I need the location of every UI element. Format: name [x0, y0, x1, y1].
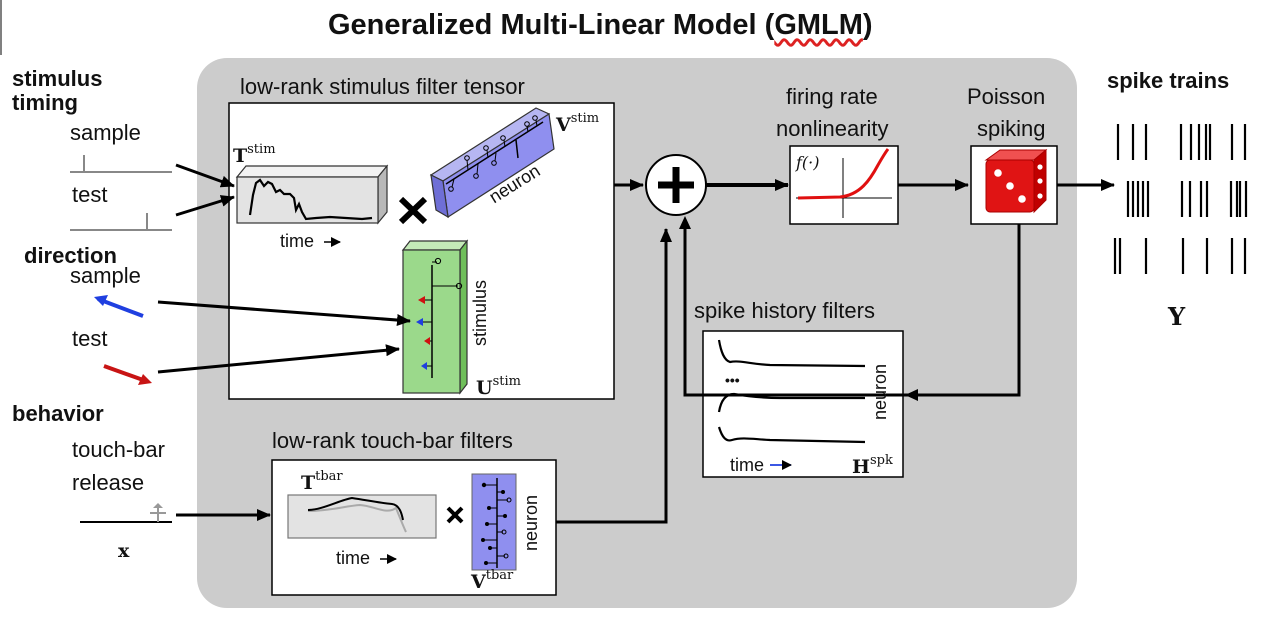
stim-tensor-title: low-rank stimulus filter tensor	[240, 74, 525, 99]
T-tbar-label: Ttbar	[301, 469, 343, 494]
V-stim-slab	[429, 107, 555, 219]
direction-test-label: test	[72, 326, 108, 351]
V-tbar-strip	[471, 473, 517, 571]
touchbar-label-2: release	[72, 470, 145, 495]
timing-traces	[70, 155, 172, 231]
direction-heading: direction	[24, 243, 117, 268]
H-spk-label: Hspk	[852, 453, 893, 478]
spike-trains	[1113, 124, 1248, 274]
Y-symbol: Y	[1168, 302, 1186, 331]
direction-sample-arrow	[97, 297, 144, 318]
spike-history-title: spike history filters	[694, 298, 875, 323]
timing-test-label: test	[72, 182, 108, 207]
U-stim-label: Ustim	[476, 374, 521, 399]
T-stim-slab	[235, 164, 389, 225]
V-stim-label: Vstim	[556, 111, 600, 136]
stim-time-label: time	[280, 231, 315, 251]
product-x-tbar	[446, 506, 464, 524]
direction-test-arrow	[103, 364, 147, 383]
spk-neuron-label: neuron	[870, 363, 890, 420]
spike-history-curves	[717, 339, 866, 444]
stimulus-timing-heading-2: timing	[12, 90, 78, 115]
V-tbar-label: Vtbar	[471, 568, 514, 593]
diagram-title: Generalized Multi-Linear Model (GMLM)	[328, 9, 873, 41]
poisson-title-2: spiking	[977, 116, 1046, 141]
nonlinearity-fn-label: f(·)	[796, 153, 820, 172]
T-stim-label: Tstim	[233, 142, 276, 167]
spike-history-box	[702, 330, 904, 478]
x-symbol: x	[118, 540, 130, 562]
touchbar-label-1: touch-bar	[72, 437, 165, 462]
stimulus-timing-heading: stimulus	[12, 66, 103, 91]
spike-trains-title: spike trains	[1107, 68, 1230, 93]
V-tbar-neuron-label: neuron	[521, 494, 541, 551]
behavior-heading: behavior	[12, 401, 104, 426]
nonlinearity-title-1: firing rate	[786, 84, 878, 109]
poisson-title-1: Poisson	[967, 84, 1046, 109]
U-stim-slab	[401, 239, 469, 395]
spike-history-ellipsis: •••	[725, 372, 740, 388]
product-x-stim	[398, 196, 428, 225]
touchbar-release-trace	[80, 503, 172, 523]
die-icon	[984, 148, 1048, 214]
direction-sample-label: sample	[70, 263, 141, 288]
U-stim-stimulus-label: stimulus	[470, 279, 490, 346]
nonlinearity-plot	[796, 148, 892, 218]
touchbar-title: low-rank touch-bar filters	[272, 428, 513, 453]
timing-sample-label: sample	[70, 120, 141, 145]
spk-time-label: time	[730, 455, 765, 475]
nonlinearity-title-2: nonlinearity	[776, 116, 889, 141]
tbar-time-label: time	[336, 548, 371, 568]
